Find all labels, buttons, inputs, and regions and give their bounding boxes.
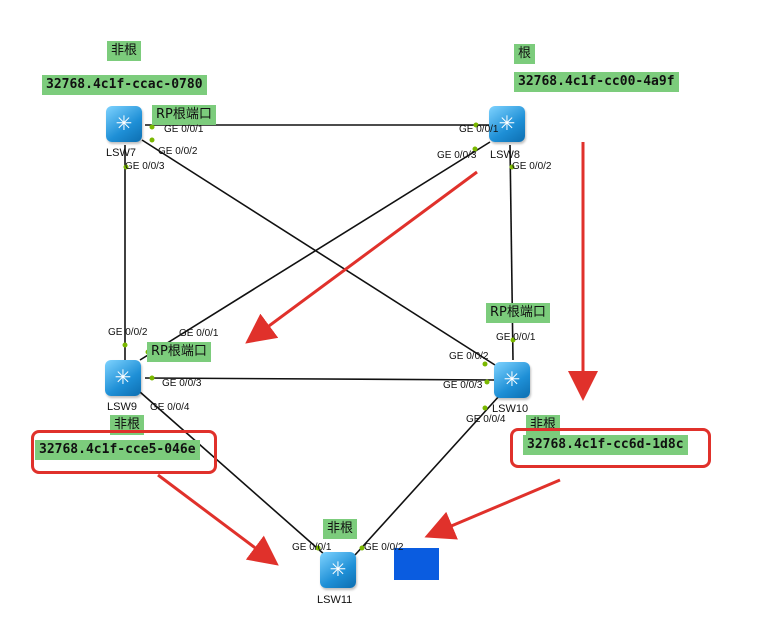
- role-label-lsw7: 非根: [107, 41, 142, 61]
- role-label-lsw8: 根: [514, 44, 536, 64]
- highlight-box-lsw9: [31, 430, 217, 474]
- port-lsw7-g1: GE 0/0/1: [164, 124, 204, 135]
- port-lsw9-g4: GE 0/0/4: [150, 402, 190, 413]
- device-name-lsw11: LSW11: [317, 594, 353, 606]
- switch-lsw7-icon[interactable]: [106, 106, 142, 142]
- arrow-lsw8-to-lsw9: [245, 170, 478, 344]
- port-lsw9-g2: GE 0/0/2: [108, 327, 148, 338]
- link-lsw9-lsw11: [139, 391, 326, 556]
- port-lsw10-g4: GE 0/0/4: [466, 414, 506, 425]
- device-name-lsw7: LSW7: [106, 147, 136, 159]
- port-lsw11-g1: GE 0/0/1: [292, 542, 332, 553]
- port-lsw8-g1: GE 0/0/1: [459, 124, 499, 135]
- port-lsw10-g1: GE 0/0/1: [496, 332, 536, 343]
- link-lsw9-lsw10: [144, 377, 496, 381]
- bridge-id-lsw9: 32768.4c1f-cce5-046e: [35, 440, 200, 460]
- link-lsw8-lsw10: [509, 144, 514, 361]
- role-label-lsw11: 非根: [323, 519, 358, 539]
- port-lsw10-g3: GE 0/0/3: [443, 380, 483, 391]
- link-lsw7-lsw10: [141, 139, 496, 366]
- device-name-lsw10: LSW10: [492, 403, 529, 415]
- switch-lsw8-icon[interactable]: [489, 106, 525, 142]
- arrow-lsw9-to-lsw11: [157, 473, 279, 566]
- link-lsw8-lsw9: [139, 141, 491, 361]
- highlight-box-lsw10: [510, 428, 711, 468]
- blue-block: [394, 548, 439, 580]
- rp-label-lsw7: RP根端口: [152, 105, 216, 125]
- arrow-lsw10-to-lsw11: [424, 478, 561, 540]
- rp-label-lsw10: RP根端口: [486, 303, 550, 323]
- device-name-lsw8: LSW8: [490, 149, 520, 161]
- port-lsw10-g2: GE 0/0/2: [449, 351, 489, 362]
- port-lsw11-g2: GE 0/0/2: [364, 542, 404, 553]
- port-lsw7-g3: GE 0/0/3: [125, 161, 165, 172]
- port-lsw8-g3: GE 0/0/3: [437, 150, 477, 161]
- link-lsw10-lsw11: [354, 394, 501, 556]
- port-lsw9-g1: GE 0/0/1: [179, 328, 219, 339]
- bridge-id-lsw8: 32768.4c1f-cc00-4a9f: [514, 72, 679, 92]
- switch-lsw11-icon[interactable]: [320, 552, 356, 588]
- switch-lsw9-icon[interactable]: [105, 360, 141, 396]
- switch-lsw10-icon[interactable]: [494, 362, 530, 398]
- port-lsw9-g3: GE 0/0/3: [162, 378, 202, 389]
- rp-label-lsw9: RP根端口: [147, 342, 211, 362]
- port-lsw7-g2: GE 0/0/2: [158, 146, 198, 157]
- device-name-lsw9: LSW9: [107, 401, 137, 413]
- bridge-id-lsw7: 32768.4c1f-ccac-0780: [42, 75, 207, 95]
- port-lsw8-g2: GE 0/0/2: [512, 161, 552, 172]
- bridge-id-lsw10: 32768.4c1f-cc6d-1d8c: [523, 435, 688, 455]
